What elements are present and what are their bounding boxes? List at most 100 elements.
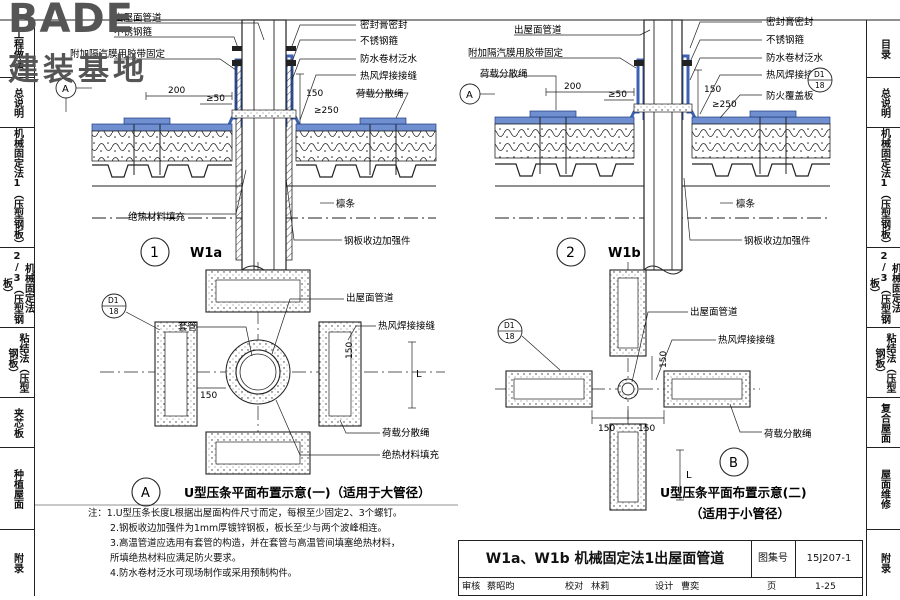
w1b-dim-200: 200 [564, 82, 581, 92]
sheet-title: W1a、W1b 机械固定法1出屋面管道 [459, 541, 752, 577]
brand-logo-text: BADE [8, 0, 134, 42]
svg-text:18: 18 [815, 81, 825, 90]
atlas-label: 图集号 [751, 541, 796, 577]
note-3: 3.高温管道应选用有套管的构造，并在套管与高温管间填塞绝热材料， [110, 538, 401, 549]
w1b-detail-name: W1b [608, 246, 641, 261]
designer-name: 曹奕 [681, 581, 700, 592]
w1a-label-fill: 绝热材料填充 [128, 211, 186, 223]
section-w1a: 200 ≥50 150 ≥250 出屋面管道 不锈钢箍 附加隔汽膜用胶带固定 密… [55, 12, 437, 275]
w1b-label-rope: 荷载分散绳 [480, 68, 528, 80]
w1a-dim-250: ≥250 [314, 106, 339, 116]
design-label: 设计 [655, 581, 674, 592]
side-tab-appendix-r[interactable]: 附录 [878, 553, 890, 573]
reviewer-name: 蔡昭昀 [487, 581, 515, 592]
plan-b-dim-150c: 150 [659, 351, 669, 368]
w1b-label-pipe: 出屋面管道 [514, 24, 562, 36]
w1a-dim-200: 200 [168, 86, 185, 96]
plan-b-dim-150a: 150 [598, 424, 615, 434]
side-tab-mech23[interactable]: 机械固定法2/3（压型钢板） [0, 248, 34, 328]
side-tab-contents[interactable]: 目录 [867, 20, 900, 78]
w1b-dim-50: ≥50 [608, 90, 627, 100]
side-tab-mech23-r[interactable]: 机械固定法2/3（压型钢板） [867, 248, 900, 328]
plan-a-label-rope: 荷载分散绳 [382, 427, 430, 439]
side-tab-adhesive-r[interactable]: 粘结法（压型钢板） [867, 328, 900, 398]
svg-text:A: A [466, 90, 473, 101]
w1a-label-hoop: 不锈钢箍 [114, 26, 153, 38]
plan-a-dim-150b: 150 [345, 342, 355, 359]
w1b-label-purlin: 檩条 [736, 198, 756, 210]
plan-b-label-pipe: 出屋面管道 [690, 306, 738, 318]
w1a-detail-ref [140, 237, 170, 267]
plan-b-label-rope: 荷载分散绳 [764, 428, 812, 440]
svg-text:1: 1 [150, 245, 159, 261]
plan-a-label-fill: 绝热材料填充 [382, 449, 440, 461]
w1b-label-edge: 钢板收边加强件 [744, 235, 811, 247]
plan-b-dim-l: L [686, 470, 692, 481]
svg-text:18: 18 [109, 307, 119, 316]
plan-a: 出屋面管道 套管 热风焊接接缝 荷载分散绳 绝热材料填充 150 150 L D… [100, 262, 445, 507]
side-tab-general[interactable]: 总说明 [0, 78, 34, 128]
notes-block: 注：1.U型压条长度L根据出屋面构件尺寸而定，每根至少固定2、3个螺钉。 2.钢… [88, 506, 458, 581]
plan-b-dim-150b: 150 [638, 424, 655, 434]
svg-text:D1: D1 [108, 296, 119, 305]
plan-a-label-pipe: 出屋面管道 [346, 292, 394, 304]
w1b-label-flashing: 防水卷材泛水 [766, 52, 824, 64]
w1a-detail-name: W1a [190, 246, 222, 261]
plan-a-title: U型压条平面布置示意(一)（适用于大管径） [184, 485, 431, 500]
right-side-tabs: 目录 总说明 机械固定法1（压型钢板） 机械固定法2/3（压型钢板） 粘结法（压… [866, 20, 900, 596]
plan-b-ref [719, 447, 749, 477]
notes-head: 注： [88, 508, 107, 519]
w1a-dim-150: 150 [306, 89, 323, 99]
side-tab-composite-r[interactable]: 复合屋面 [867, 398, 900, 448]
side-tab-mech1[interactable]: 机械固定法1（压型钢板） [0, 128, 34, 249]
w1b-label-hoop: 不锈钢箍 [766, 34, 805, 46]
plan-a-label-sleeve: 套管 [178, 321, 197, 333]
svg-text:2: 2 [566, 245, 575, 261]
review-label: 审核 [462, 581, 481, 592]
svg-text:A: A [141, 486, 150, 501]
brand-watermark: BADE 建装基地 [4, 0, 164, 95]
side-tab-sandwich[interactable]: 夹芯板 [0, 398, 34, 448]
note-1: 1.U型压条长度L根据出屋面构件尺寸而定，每根至少固定2、3个螺钉。 [106, 508, 403, 519]
side-tab-mech1-r[interactable]: 机械固定法1（压型钢板） [867, 128, 900, 249]
svg-text:18: 18 [505, 332, 515, 341]
w1a-label-sealant: 密封膏密封 [360, 19, 408, 31]
w1a-label-weld: 热风焊接接缝 [360, 70, 418, 82]
side-tab-repair-r[interactable]: 屋面维修 [867, 448, 900, 530]
plan-a-dim-l: L [416, 369, 422, 380]
plan-b: 出屋面管道 热风焊接接缝 荷载分散绳 150 150 150 L D1 18 B… [495, 262, 812, 521]
note-4: 4.防水卷材泛水可现场制作或采用预制构件。 [110, 568, 298, 579]
brand-cn-text: 建装基地 [8, 52, 148, 88]
w1a-label-purlin: 檩条 [336, 198, 356, 210]
side-tab-adhesive[interactable]: 粘结法（压型钢板） [0, 328, 34, 398]
plan-b-title-1: U型压条平面布置示意(二) [660, 485, 807, 500]
page-label: 页 [767, 581, 777, 592]
w1b-dim-150: 150 [704, 85, 721, 95]
w1b-detail-ref [556, 237, 586, 267]
svg-text:A: A [62, 84, 69, 95]
w1b-dim-250: ≥250 [712, 100, 737, 110]
side-tab-engineering[interactable]: 工程做法 [0, 20, 34, 78]
side-tab-general-r[interactable]: 总说明 [867, 78, 900, 128]
atlas-number: 15J207-1 [806, 553, 852, 564]
title-block: W1a、W1b 机械固定法1出屋面管道 图集号 15J207-1 审核 蔡昭昀 … [458, 540, 863, 596]
w1a-label-flashing: 防水卷材泛水 [360, 53, 418, 65]
svg-text:B: B [729, 456, 738, 471]
checker-name: 林莉 [591, 581, 610, 592]
svg-text:D1: D1 [814, 70, 825, 79]
side-tab-planted[interactable]: 种植屋面 [0, 448, 34, 530]
w1a-label-vapor: 附加隔汽膜用胶带固定 [70, 48, 166, 60]
w1a-label-pipe: 出屋面管道 [114, 12, 162, 24]
w1a-dim-50: ≥50 [206, 94, 225, 104]
side-tab-appendix[interactable]: 附录 [11, 553, 23, 573]
section-w1b: 200 ≥50 150 ≥250 出屋面管道 附加隔汽膜用胶带固定 荷载分散绳 … [459, 16, 833, 275]
note-2: 2.钢板收边加强件为1mm厚镀锌钢板，板长至少与两个波峰相连。 [110, 523, 387, 534]
svg-text:D1: D1 [504, 321, 515, 330]
w1a-label-rope: 荷载分散绳 [356, 88, 404, 100]
plan-a-label-weld: 热风焊接接缝 [378, 320, 436, 332]
w1b-label-sealant: 密封膏密封 [766, 16, 814, 28]
w1a-label-edge: 钢板收边加强件 [344, 235, 411, 247]
w1a-label-hoop2: 不锈钢箍 [360, 35, 399, 47]
plan-a-dim-150a: 150 [200, 391, 217, 401]
